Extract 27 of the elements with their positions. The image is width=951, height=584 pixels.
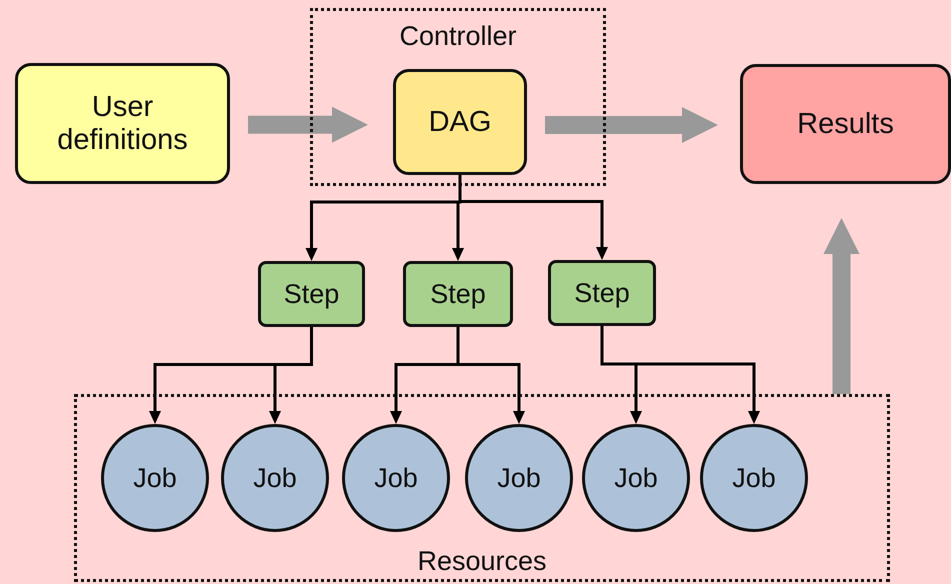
node-label: Job: [614, 462, 658, 494]
input-box: [15, 63, 230, 184]
node-label: Step: [430, 278, 486, 310]
node-label: Job: [253, 462, 297, 494]
node-label: Job: [374, 462, 418, 494]
node-label: Resources: [417, 546, 547, 577]
step-box: [548, 260, 656, 326]
node-label: Job: [732, 462, 776, 494]
step-box: [403, 261, 513, 327]
controller-group: [310, 8, 606, 186]
arrow: [248, 106, 368, 143]
node-label: Step: [284, 278, 340, 310]
step-box: [258, 261, 365, 327]
node-label: Step: [574, 278, 630, 308]
node-label: Controller: [399, 21, 517, 52]
resources-group: [74, 394, 890, 582]
node-label: User definitions: [56, 90, 189, 156]
node-label: Job: [497, 462, 541, 494]
arrow: [545, 107, 718, 143]
arrow: [456, 327, 525, 424]
process-box: [393, 69, 527, 175]
node-label: Results: [797, 108, 894, 140]
arrow: [824, 218, 860, 394]
node-label: Job: [133, 462, 177, 494]
node-label: DAG: [428, 106, 492, 138]
arrow: [600, 326, 760, 424]
output-box: [740, 64, 951, 184]
